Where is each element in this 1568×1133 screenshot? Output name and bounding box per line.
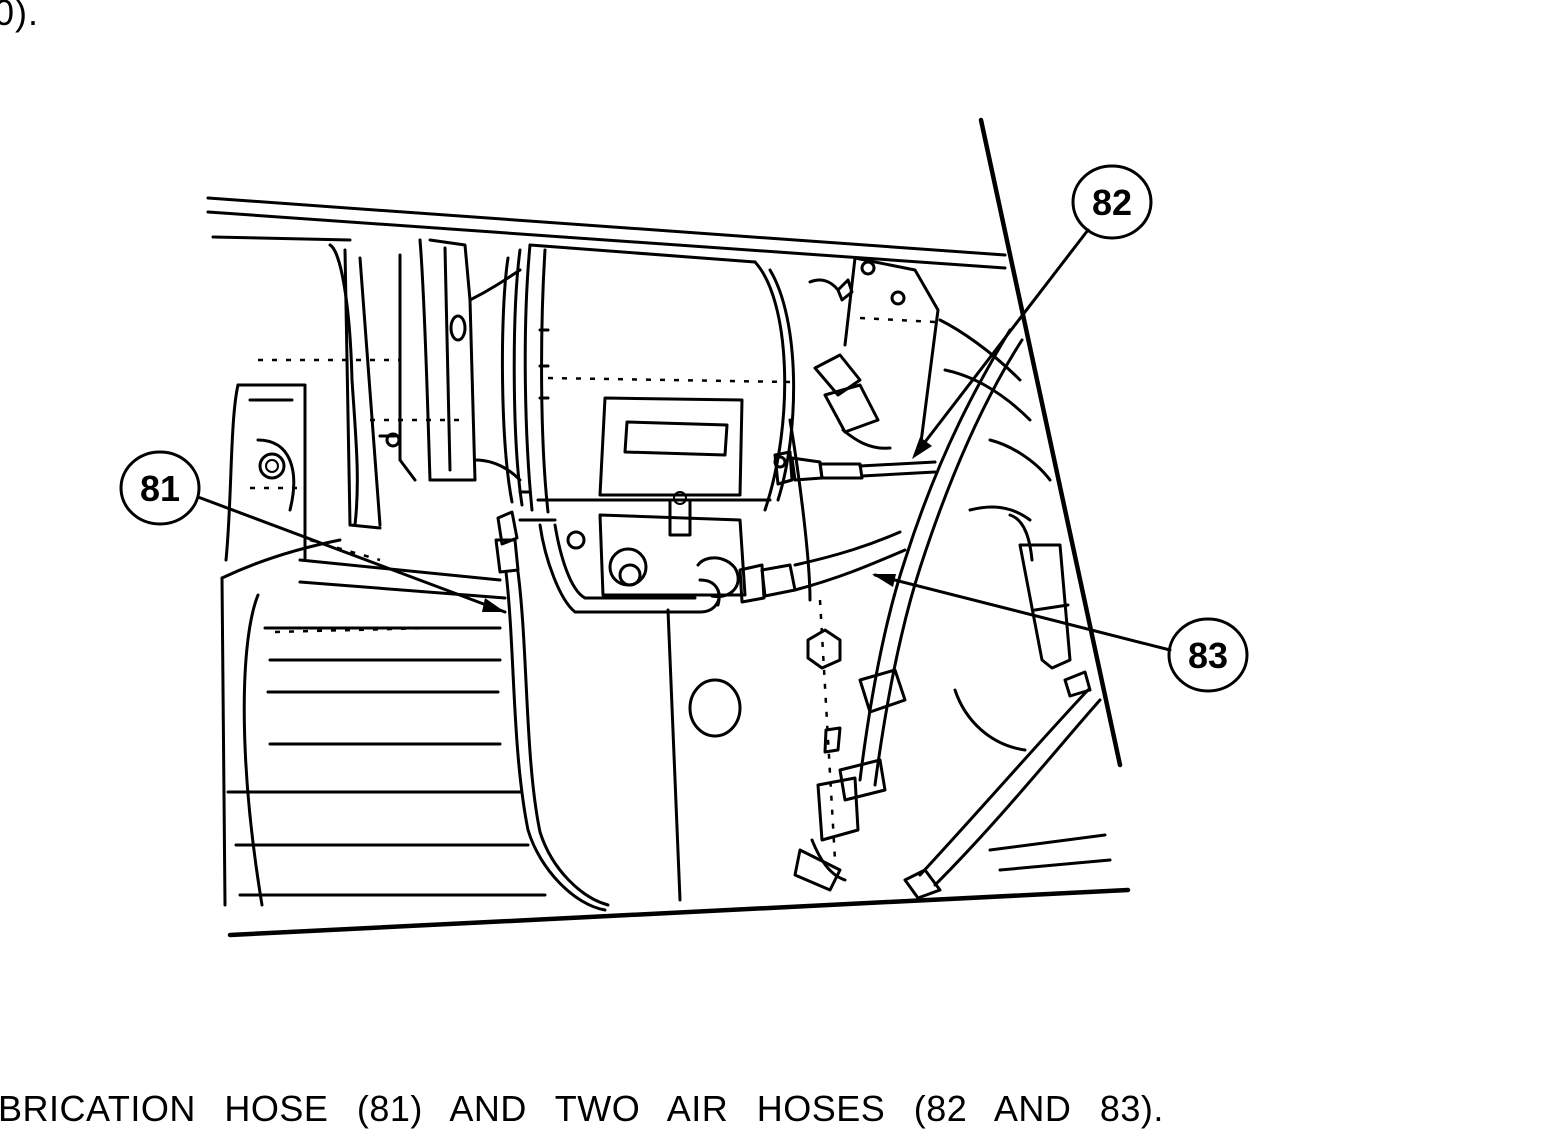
air-hose-82 xyxy=(773,450,937,486)
engine-housing xyxy=(220,358,547,907)
figure-caption: BRICATION HOSE (81) AND TWO AIR HOSES (8… xyxy=(0,1088,1164,1129)
frame-rail xyxy=(206,196,1007,270)
coupling-flange xyxy=(328,238,522,530)
callout-82-label: 82 xyxy=(1092,182,1132,223)
callout-81: 81 xyxy=(119,450,507,614)
callout-82: 82 xyxy=(912,164,1153,459)
brake-lines-right xyxy=(793,318,1112,900)
lubrication-hose-81 xyxy=(494,510,610,912)
hex-fittings xyxy=(806,278,892,754)
body-lines xyxy=(666,418,837,902)
panel-edge xyxy=(978,117,1123,768)
mounting-bracket xyxy=(843,256,940,452)
callout-83: 83 xyxy=(872,573,1249,693)
air-hose-83 xyxy=(760,530,907,598)
compressor-body xyxy=(500,243,796,514)
port-block xyxy=(566,491,766,607)
callout-81-label: 81 xyxy=(140,468,180,509)
return-pipe xyxy=(518,518,721,614)
top-text-fragment: 0). xyxy=(0,0,40,33)
bottom-edge xyxy=(227,887,1131,938)
callout-83-label: 83 xyxy=(1188,635,1228,676)
